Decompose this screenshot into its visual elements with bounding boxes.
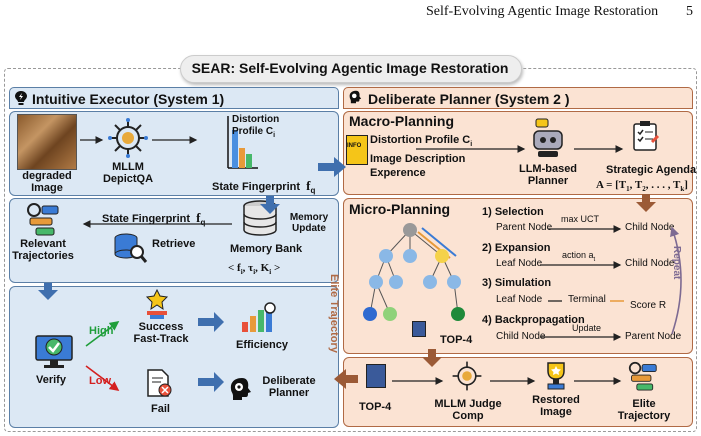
system1-title-bar — [9, 87, 339, 109]
step-expansion-right: Child Node — [625, 258, 675, 269]
macro-input-profile: Distortion Profile Ci — [370, 134, 473, 149]
repeat-label: Repeat — [671, 246, 682, 280]
memory-update-label: Memory Update — [289, 212, 329, 234]
step-selection-left: Parent Node — [496, 222, 553, 233]
macro-title: Macro-Planning — [349, 113, 455, 129]
top4-list-icon — [366, 364, 386, 388]
system1-title: Intuitive Executor (System 1) — [32, 91, 225, 107]
elite-trajectory-side-label: Elite Trajectory — [328, 274, 340, 353]
verify-label: Verify — [36, 374, 66, 386]
step-backprop-left: Child Node — [496, 331, 546, 342]
page-number: 5 — [686, 4, 693, 19]
step-backprop-label: 4) Backpropagation — [482, 314, 585, 326]
low-label: Low — [89, 375, 111, 387]
restored-image-label: Restored Image — [532, 394, 580, 418]
info-tag: INFO — [347, 143, 362, 149]
step-backprop-right: Parent Node — [625, 331, 682, 342]
step-simulation-score: Score R — [630, 300, 667, 311]
success-label: Success Fast-Track — [133, 321, 189, 345]
efficiency-label: Efficiency — [236, 339, 288, 351]
system2-title: Deliberate Planner (System 2 ) — [368, 91, 570, 107]
macro-inputs-list: Distortion Profile Ci Image Description … — [370, 133, 472, 180]
degraded-image-label: degraded Image — [22, 170, 72, 194]
memory-bank-label: Memory Bank — [230, 243, 303, 255]
fail-label: Fail — [151, 403, 170, 415]
main-title-pill — [180, 55, 522, 83]
step-backprop-action: Update — [572, 323, 602, 333]
deliberate-planner-s1-label: Deliberate Planner — [262, 375, 316, 399]
step-selection-label: 1) Selection — [482, 206, 544, 218]
micro-title: Micro-Planning — [349, 201, 451, 217]
llm-planner-label: LLM-based Planner — [518, 163, 578, 187]
step-expansion-action: action at — [562, 250, 596, 263]
macro-input-description: Image Description — [370, 153, 466, 166]
mllm-label: MLLM DepictQA — [102, 161, 154, 185]
info-doc-icon — [346, 135, 368, 165]
page-header-title: Self-Evolving Agentic Image Restoration — [426, 4, 659, 19]
memory-bank-tuple: < fi, τi, Ki > — [228, 262, 281, 277]
macro-input-experience: Experence — [370, 167, 426, 180]
top4-label: TOP-4 — [359, 401, 392, 413]
top4-tree-label: TOP-4 — [440, 334, 473, 346]
step-simulation-right: Terminal — [568, 294, 606, 305]
micro-planning-panel — [343, 198, 693, 354]
system2-title-bar — [343, 87, 693, 109]
step-expansion-left: Leaf Node — [496, 258, 543, 269]
s1-memory-panel — [9, 198, 339, 283]
step-simulation-left: Leaf Node — [496, 294, 543, 305]
judge-panel — [343, 357, 693, 427]
step-selection-action: max UCT — [561, 214, 599, 224]
distortion-profile-label: Distortion Profile Ci — [232, 114, 280, 139]
step-expansion-label: 2) Expansion — [482, 242, 551, 254]
step-selection-right: Child Node — [625, 222, 675, 233]
retrieve-label: Retrieve — [152, 238, 196, 250]
agenda-formula: A = [T1, T2, . . . , Tk] — [596, 179, 688, 194]
high-label: High — [89, 325, 114, 337]
judge-label: MLLM Judge Comp — [434, 398, 502, 422]
state-fingerprint-top: State Fingerprint fq — [212, 178, 316, 196]
main-title: SEAR: Self-Evolving Agentic Image Restor… — [191, 60, 509, 76]
elite-trajectory-label: Elite Trajectory — [617, 398, 671, 422]
relevant-trajectories-label: Relevant Trajectories — [12, 238, 74, 262]
state-fingerprint-mid: State Fingerprint fq — [102, 210, 206, 228]
top4-tree-list-icon — [412, 321, 426, 337]
strategic-agenda-label: Strategic Agenda — [606, 164, 697, 176]
step-simulation-label: 3) Simulation — [482, 277, 552, 289]
degraded-image-thumb — [17, 114, 77, 170]
